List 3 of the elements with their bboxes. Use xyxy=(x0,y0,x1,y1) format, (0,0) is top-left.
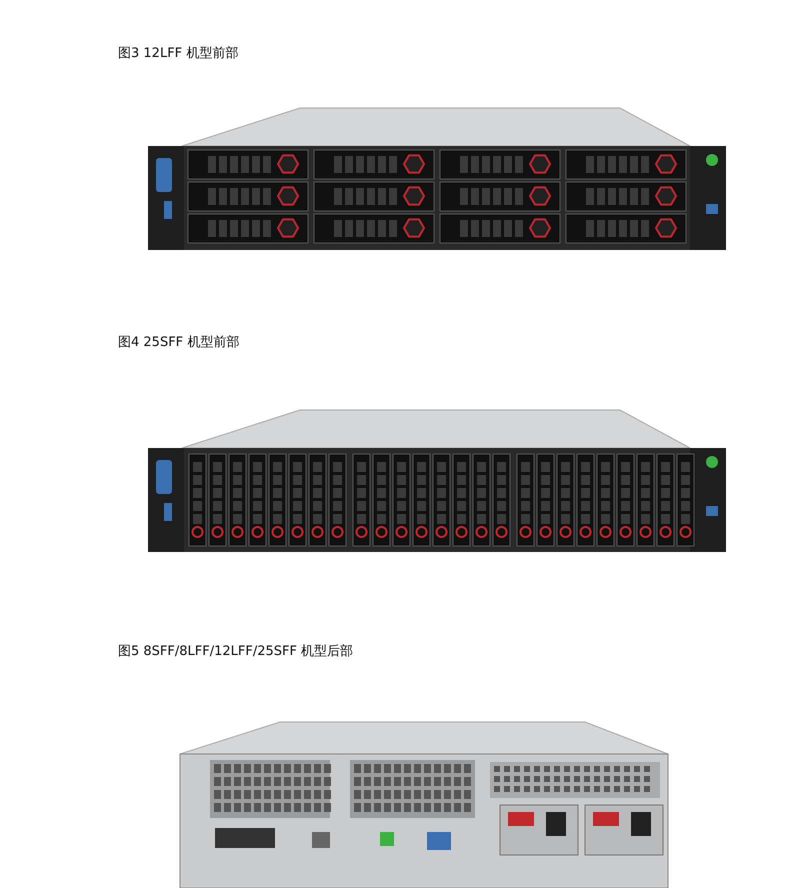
figure-caption: 图3 12LFF 机型前部 xyxy=(118,45,238,62)
figure-caption: 图5 8SFF/8LFF/12LFF/25SFF 机型后部 xyxy=(118,643,354,660)
figure-caption: 图4 25SFF 机型前部 xyxy=(118,334,240,351)
